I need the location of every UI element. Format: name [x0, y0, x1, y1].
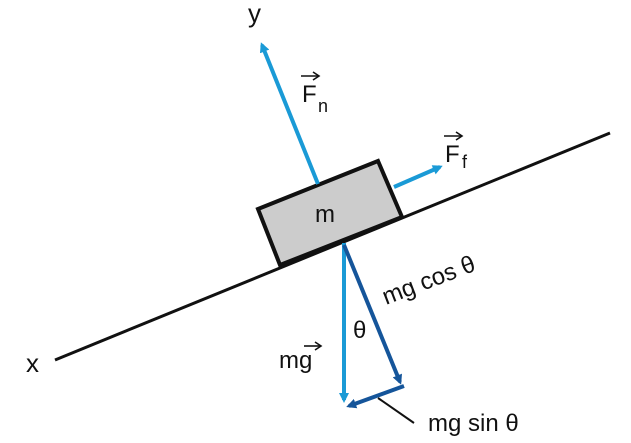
- angle-label: θ: [353, 317, 366, 344]
- friction-force-label: F f: [444, 131, 468, 172]
- incline-line: [54, 131, 611, 362]
- cos-component-arrow: [342, 244, 402, 385]
- friction-force-base: F: [445, 141, 460, 168]
- normal-force-arrow: [259, 42, 320, 185]
- sin-component-label: mg sin θ: [428, 410, 519, 437]
- normal-force-sub: n: [318, 96, 328, 116]
- mass-block: [255, 158, 405, 268]
- axis-y-label: y: [248, 0, 261, 28]
- weight-label: mg: [279, 341, 323, 374]
- sin-label-pointer: [377, 397, 415, 424]
- friction-force-sub: f: [462, 152, 468, 172]
- axis-x-label: x: [26, 348, 39, 378]
- friction-force-arrow: [393, 165, 443, 189]
- cos-component-label: mg cos θ: [378, 250, 479, 310]
- sin-component-arrow: [346, 384, 405, 409]
- normal-force-base: F: [302, 81, 317, 108]
- mass-label: m: [315, 201, 335, 228]
- normal-force-label: F n: [301, 71, 328, 116]
- normal-vector-arrowhead-icon: [312, 71, 321, 81]
- friction-vector-arrowhead-icon: [455, 131, 464, 141]
- weight-vector-arrowhead-icon: [314, 341, 323, 351]
- weight-text: mg: [279, 347, 312, 374]
